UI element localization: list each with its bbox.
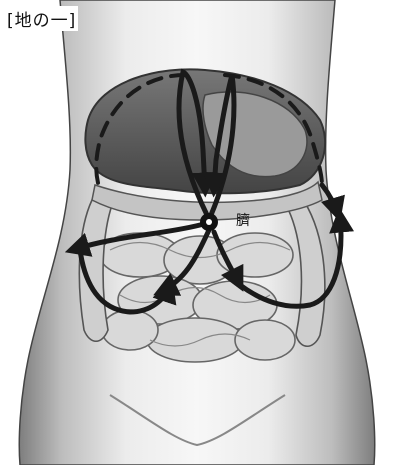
figure-heading: [地の一] [5, 6, 78, 31]
navel-label: 臍 [236, 210, 250, 230]
